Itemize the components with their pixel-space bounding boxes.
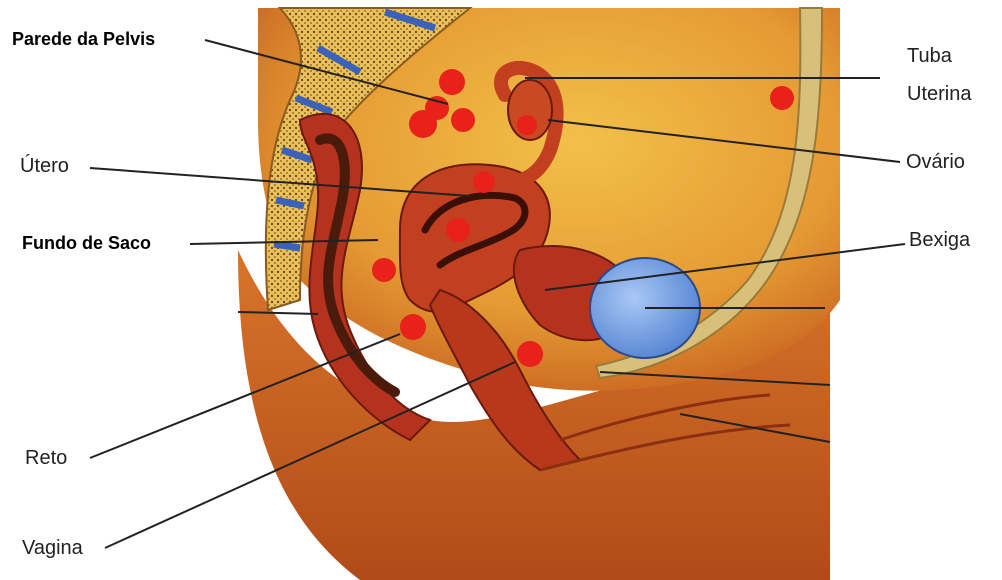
- label-utero: Útero: [20, 156, 69, 176]
- label-bexiga: Bexiga: [909, 230, 970, 250]
- label-fundo-de-saco: Fundo de Saco: [22, 234, 151, 252]
- label-tuba-line1: Tuba: [907, 46, 952, 66]
- label-tuba-line2: Uterina: [907, 84, 971, 104]
- label-reto: Reto: [25, 448, 67, 468]
- label-parede-da-pelvis: Parede da Pelvis: [12, 30, 155, 48]
- label-vagina: Vagina: [22, 538, 83, 558]
- label-ovario: Ovário: [906, 152, 965, 172]
